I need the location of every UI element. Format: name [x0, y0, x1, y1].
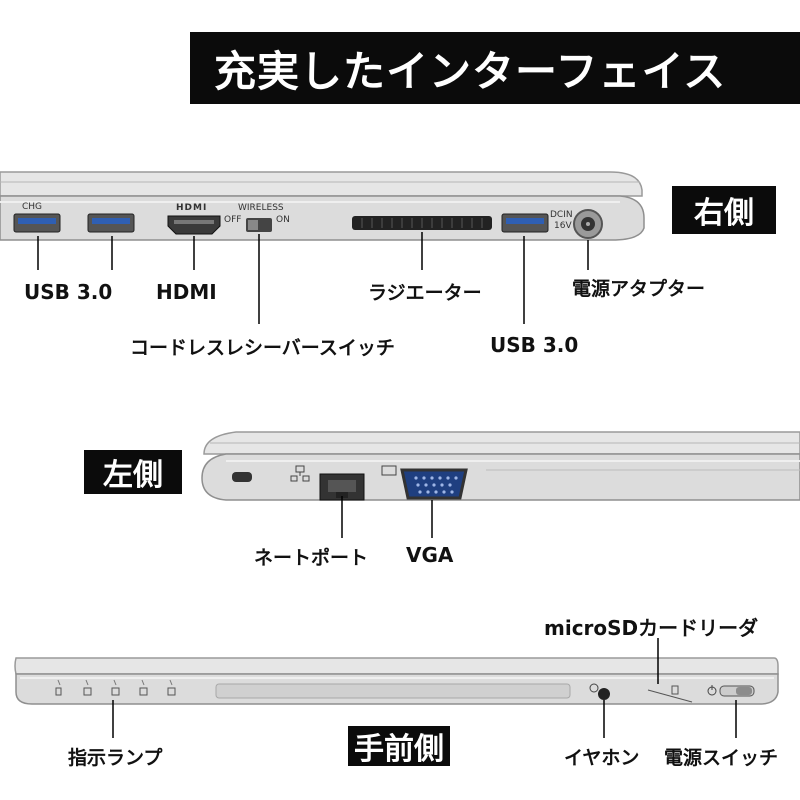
label-earphone-text: イヤホン	[564, 747, 640, 769]
label-vga-text: VGA	[406, 543, 454, 567]
label-hdmi: HDMI	[156, 280, 217, 304]
hdmi-logo: HDMI	[176, 203, 207, 213]
label-power-switch: 電源スイッチ	[664, 743, 778, 770]
right-side-label: 右側	[694, 196, 754, 231]
label-indicator-text: 指示ランプ	[68, 747, 163, 769]
wireless-off-mark: OFF	[224, 215, 241, 225]
label-power-adapter-text: 電源アタプター	[572, 278, 706, 300]
wireless-mark-text: WIRELESS	[238, 203, 284, 213]
wireless-on-text: ON	[276, 215, 290, 225]
label-usb2-text: USB 3.0	[490, 333, 579, 357]
left-side-label: 左側	[103, 458, 163, 493]
page-title-text: 充実したインターフェイス	[214, 46, 727, 96]
label-radiator: ラジエーター	[368, 278, 482, 305]
wireless-off-text: OFF	[224, 215, 242, 225]
front-side-badge: 手前側	[348, 726, 450, 767]
label-usb1-text: USB 3.0	[24, 280, 113, 304]
front-side-label: 手前側	[354, 732, 444, 767]
left-side-badge: 左側	[84, 450, 182, 494]
label-cordless-switch: コードレスレシーバースイッチ	[130, 333, 395, 360]
left-side-chassis	[201, 431, 800, 501]
label-power-switch-text: 電源スイッチ	[664, 747, 779, 769]
wireless-mark: WIRELESS	[238, 203, 284, 213]
label-usb-3-0-right: USB 3.0	[490, 333, 578, 357]
dcin-text: DCIN	[550, 210, 573, 220]
label-microsd-reader: microSDカードリーダ	[544, 612, 758, 641]
label-vga: VGA	[406, 543, 453, 567]
hdmi-logo-text: HDMI	[176, 203, 208, 213]
right-side-badge: 右側	[672, 186, 776, 234]
right-side-chassis	[0, 171, 645, 241]
usb-chg-mark: CHG	[22, 202, 42, 212]
page-title: 充実したインターフェイス	[190, 32, 800, 104]
volt-mark: 16V	[554, 221, 572, 231]
label-hdmi-text: HDMI	[156, 280, 217, 304]
label-network-port: ネートポート	[254, 543, 368, 570]
label-usb-3-0-left: USB 3.0	[24, 280, 112, 304]
label-indicator-lamp: 指示ランプ	[68, 743, 162, 770]
label-cordless-text: コードレスレシーバースイッチ	[130, 337, 395, 359]
usb-chg-text: CHG	[22, 202, 43, 212]
label-radiator-text: ラジエーター	[368, 282, 482, 304]
dcin-mark: DCIN	[550, 210, 573, 220]
front-side-chassis	[14, 657, 779, 705]
label-earphone: イヤホン	[564, 743, 639, 770]
volt-text: 16V	[554, 221, 572, 231]
wireless-on-mark: ON	[276, 215, 290, 225]
label-microsd-text: microSDカードリーダ	[544, 616, 759, 640]
label-network-text: ネートポート	[254, 547, 369, 569]
label-power-adapter: 電源アタプター	[572, 274, 705, 301]
